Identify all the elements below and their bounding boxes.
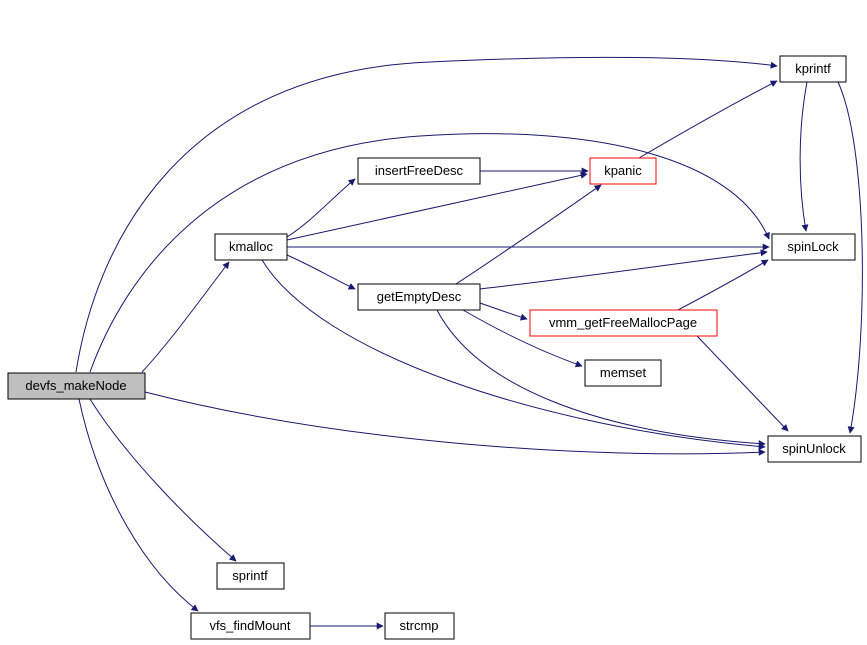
node-vfs-findmount[interactable]: vfs_findMount: [190, 612, 311, 640]
node-kprintf-label: kprintf: [795, 61, 831, 76]
edge-kmalloc-to-getemptydesc: [286, 254, 356, 290]
node-sprintf-label: sprintf: [232, 568, 268, 583]
edge-vmm-getfreemallocpage-to-spinlock: [677, 259, 769, 311]
edge-kmalloc-to-spinunlock: [261, 259, 766, 450]
edge-kpanic-to-kprintf: [638, 80, 778, 159]
edge-kmalloc-to-kpanic: [286, 171, 588, 241]
node-insertfreedesc-label: insertFreeDesc: [375, 163, 464, 178]
node-strcmp[interactable]: strcmp: [384, 612, 455, 640]
node-getemptydesc[interactable]: getEmptyDesc: [357, 283, 481, 311]
node-kmalloc-label: kmalloc: [229, 239, 274, 254]
edge-devfs-makenode-to-sprintf: [89, 398, 237, 562]
edge-devfs-makenode-to-kmalloc: [141, 261, 230, 373]
edge-kmalloc-to-insertfreedesc: [286, 178, 356, 238]
edge-getemptydesc-to-memset: [462, 309, 583, 368]
node-devfs-makenode[interactable]: devfs_makeNode: [7, 372, 146, 400]
node-kpanic[interactable]: kpanic: [589, 157, 657, 185]
edge-devfs-makenode-to-vfs-findmount: [78, 398, 199, 612]
edge-getemptydesc-to-kpanic: [455, 184, 602, 285]
node-kprintf[interactable]: kprintf: [779, 55, 847, 83]
edge-devfs-makenode-to-kprintf: [75, 56, 778, 373]
node-insertfreedesc[interactable]: insertFreeDesc: [357, 157, 481, 185]
edge-getemptydesc-to-spinlock: [479, 249, 768, 290]
node-spinlock[interactable]: spinLock: [771, 233, 856, 261]
edge-kprintf-to-spinunlock: [837, 81, 863, 434]
node-memset-label: memset: [600, 365, 647, 380]
node-strcmp-label: strcmp: [400, 618, 439, 633]
edge-getemptydesc-to-spinunlock: [436, 309, 766, 448]
node-sprintf[interactable]: sprintf: [216, 562, 285, 590]
edge-kprintf-to-spinlock: [799, 81, 809, 232]
node-getemptydesc-label: getEmptyDesc: [377, 289, 462, 304]
edge-getemptydesc-to-vmm-getfreemallocpage: [479, 302, 528, 321]
node-vfs-findmount-label: vfs_findMount: [210, 618, 291, 633]
node-kpanic-label: kpanic: [604, 163, 642, 178]
edge-vmm-getfreemallocpage-to-spinunlock: [696, 335, 789, 432]
node-vmm-getfreemallocpage[interactable]: vmm_getFreeMallocPage: [529, 309, 718, 337]
node-devfs-makenode-label: devfs_makeNode: [25, 378, 126, 393]
edge-devfs-makenode-to-spinlock: [89, 133, 770, 373]
node-memset[interactable]: memset: [584, 359, 662, 387]
edge-devfs-makenode-to-spinunlock: [144, 391, 766, 456]
node-vmm-getfreemallocpage-label: vmm_getFreeMallocPage: [549, 315, 697, 330]
node-spinlock-label: spinLock: [787, 239, 839, 254]
node-kmalloc[interactable]: kmalloc: [214, 233, 288, 261]
node-spinunlock[interactable]: spinUnlock: [767, 435, 862, 463]
node-spinunlock-label: spinUnlock: [782, 441, 846, 456]
